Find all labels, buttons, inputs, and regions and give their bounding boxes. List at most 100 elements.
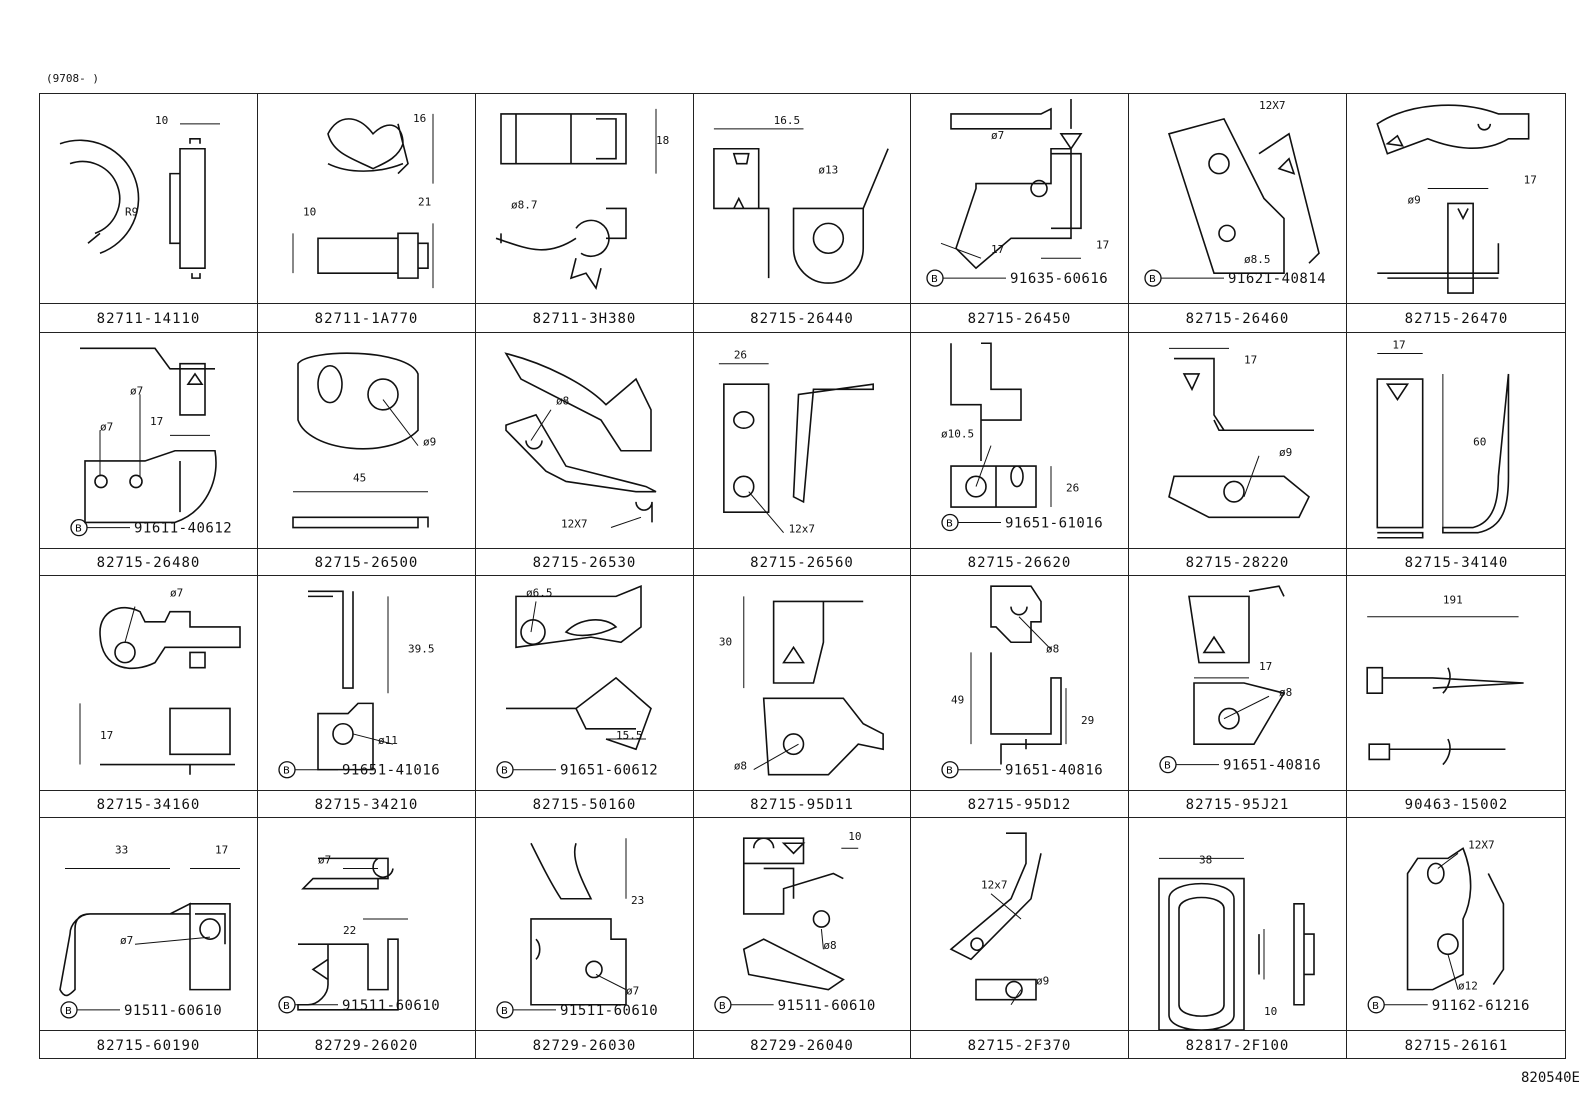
dimension-label: ø8.5 <box>1244 253 1271 266</box>
dimension-label: 17 <box>100 729 113 742</box>
dimension-label: R9 <box>125 205 138 218</box>
dimension-line <box>754 744 799 769</box>
dimension-label: 15.5 <box>616 729 643 742</box>
dimension-label: 16 <box>413 112 426 125</box>
dimension-label: 21 <box>418 195 431 208</box>
part-number: 82715-95D11 <box>694 790 910 819</box>
part-outline <box>951 833 1041 1000</box>
dimension-label: ø7 <box>626 985 639 998</box>
dimension-label: ø7 <box>130 384 143 397</box>
part-outline <box>1169 359 1314 518</box>
dimension-label: 10 <box>1264 1005 1277 1018</box>
dimension-label: ø8 <box>1046 642 1059 655</box>
dimension-line <box>1019 617 1051 650</box>
dimension-label: 10 <box>303 205 316 218</box>
dimension-label: 17 <box>1392 338 1405 351</box>
part-outline <box>100 608 240 775</box>
dimension-label: 17 <box>215 843 228 856</box>
part-outline <box>293 353 428 527</box>
part-outline <box>1377 374 1508 538</box>
bolt-part-number: 91511-60610 <box>342 998 440 1014</box>
part-outline <box>714 149 888 283</box>
dimension-line <box>1244 456 1259 497</box>
dimension-label: 26 <box>1066 482 1079 495</box>
part-outline <box>744 838 844 989</box>
part-outline <box>1408 848 1504 989</box>
dimension-line <box>941 243 981 258</box>
dimension-line <box>976 446 991 487</box>
dimension-label: 17 <box>1259 660 1272 673</box>
dimension-label: 12X7 <box>1259 99 1286 112</box>
bolt-part-number: 91651-40816 <box>1223 758 1321 774</box>
dimension-line <box>135 937 210 944</box>
bolt-part-number: 91651-61016 <box>1005 516 1103 532</box>
part-number: 82715-26530 <box>476 548 693 577</box>
part-number: 82729-26020 <box>258 1030 475 1061</box>
dimension-line <box>749 492 784 533</box>
bolt-symbol-letter: B <box>931 274 938 285</box>
bolt-part-number: 91651-40816 <box>1005 763 1103 779</box>
part-number: 82711-1A770 <box>258 303 475 334</box>
dimension-label: 12X7 <box>1468 838 1495 851</box>
bolt-symbol-letter: B <box>65 1006 72 1017</box>
part-number: 82715-34140 <box>1347 548 1566 577</box>
dimension-label: 10 <box>155 114 168 127</box>
dimension-label: 17 <box>991 243 1004 256</box>
bolt-part-number: 91621-40814 <box>1228 271 1326 287</box>
dimension-label: ø12 <box>1458 980 1478 993</box>
part-outline <box>60 904 230 996</box>
bolt-symbol-letter: B <box>719 1001 726 1012</box>
bolt-part-number: 91162-61216 <box>1432 998 1530 1014</box>
part-number: 82715-26460 <box>1129 303 1346 334</box>
part-number: 82715-28220 <box>1129 548 1346 577</box>
dimension-label: 18 <box>656 134 669 147</box>
dimension-line <box>383 400 418 446</box>
dimension-label: ø7 <box>120 934 133 947</box>
date-range-label: (9708- ) <box>46 72 99 85</box>
part-number: 82817-2F100 <box>1129 1030 1346 1061</box>
dimension-label: ø7 <box>318 853 331 866</box>
dimension-label: ø8 <box>823 939 836 952</box>
bolt-symbol-letter: B <box>283 766 290 777</box>
part-number: 82715-34160 <box>40 790 257 819</box>
part-number: 82711-14110 <box>40 303 257 334</box>
part-number: 82715-26161 <box>1347 1030 1566 1061</box>
dimension-line <box>1438 853 1458 868</box>
part-number: 82715-34210 <box>258 790 475 819</box>
part-number: 82711-3H380 <box>476 303 693 334</box>
part-outline <box>764 601 883 774</box>
part-outline <box>506 353 656 522</box>
dimension-line <box>821 929 823 949</box>
part-number: 82715-26450 <box>911 303 1128 334</box>
bolt-part-number: 91651-60612 <box>560 763 658 779</box>
part-outline <box>531 843 626 1005</box>
